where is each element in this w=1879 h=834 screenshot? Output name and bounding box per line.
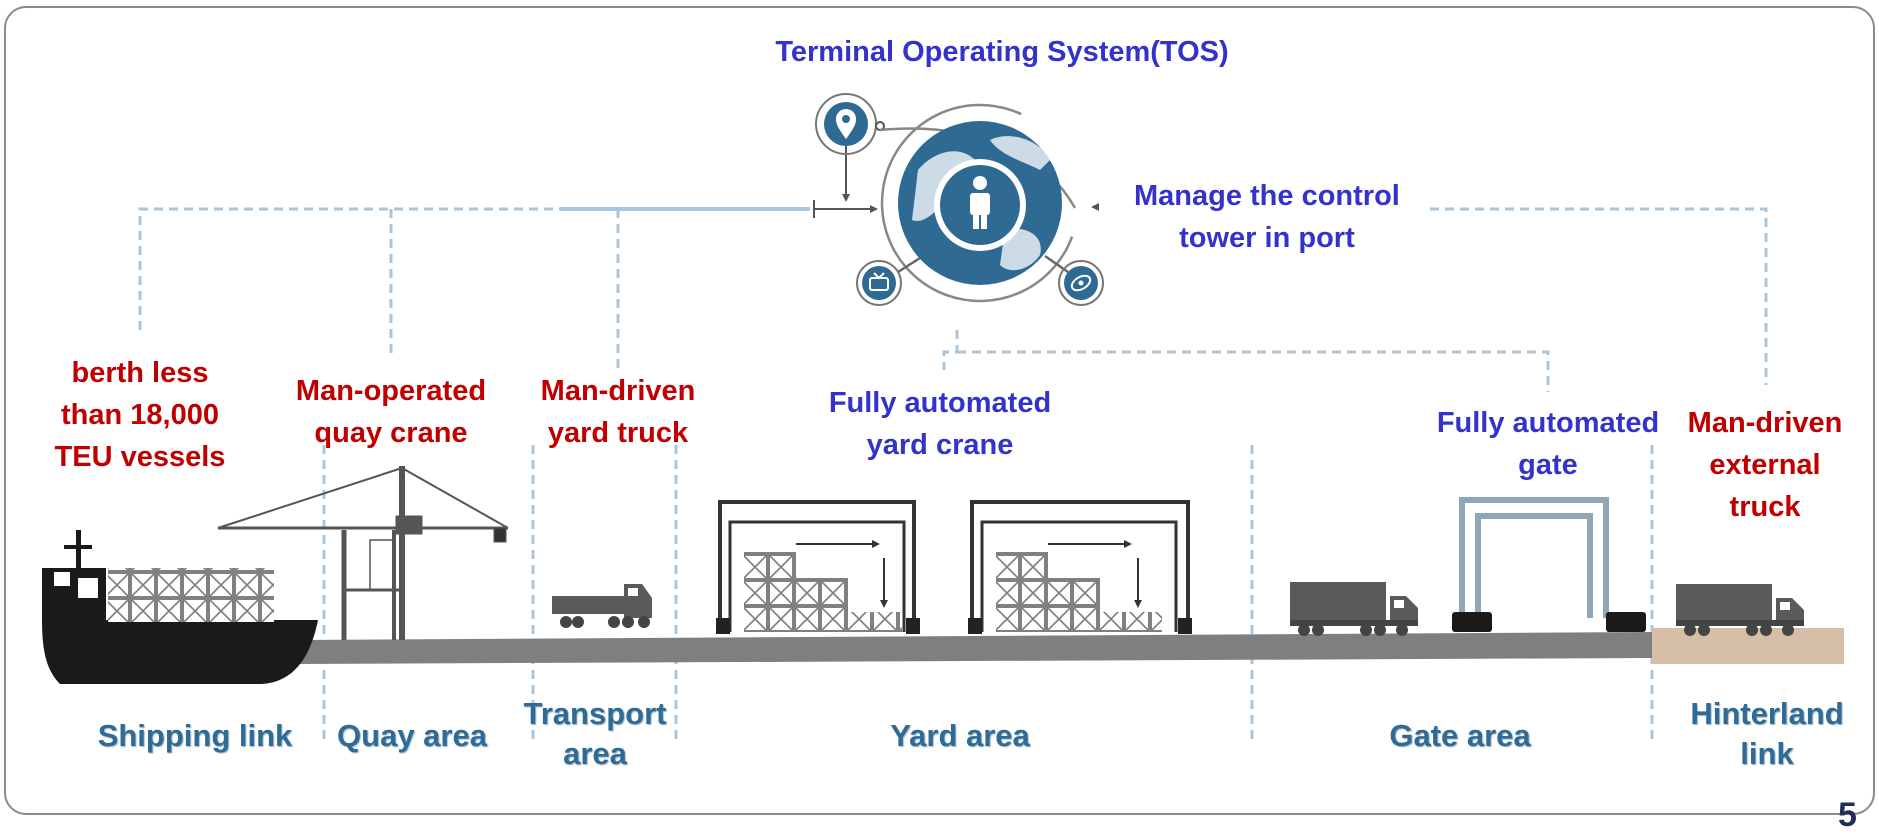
location-pin-icon — [815, 93, 885, 155]
gate-truck-icon — [1290, 582, 1418, 636]
slide-frame — [4, 6, 1875, 815]
yard-truck-label: Man-driven yard truck — [528, 370, 708, 454]
tv-icon — [856, 260, 902, 306]
vessels-label-line2: than 18,000 — [61, 399, 219, 431]
eye-icon — [1058, 260, 1104, 306]
tos-link-left — [138, 207, 810, 330]
gate-label: Fully automated gate — [1428, 402, 1668, 486]
gate-icon — [1452, 497, 1646, 632]
gate-label-line2: gate — [1518, 449, 1578, 481]
ship-icon — [42, 530, 318, 684]
yard-truck-icon — [552, 584, 652, 628]
gate-link — [957, 350, 1550, 392]
zone-gate-area: Gate area — [1389, 718, 1531, 753]
external-truck-link — [1430, 207, 1768, 385]
zone-hinterland-line2: link — [1740, 736, 1794, 771]
yard-crane-icon — [716, 500, 1192, 634]
control-tower-label-line1: Manage the control — [1134, 180, 1400, 212]
zone-yard-area: Yard area — [890, 718, 1030, 753]
zone-transport-line1: Transport — [523, 696, 667, 731]
quay-crane-icon — [217, 466, 509, 640]
external-truck-icon — [1676, 584, 1804, 636]
zone-quay-area: Quay area — [337, 718, 487, 753]
external-truck-label-line2: external — [1709, 449, 1821, 481]
tos-hub — [560, 93, 1104, 306]
external-truck-label: Man-driven external truck — [1680, 402, 1850, 528]
yard-truck-label-line1: Man-driven — [540, 375, 696, 407]
yard-crane-label-line2: yard crane — [866, 429, 1014, 461]
ground — [296, 628, 1844, 664]
zone-hinterland-line1: Hinterland — [1690, 696, 1844, 731]
vessels-label-line3: TEU vessels — [54, 441, 226, 473]
external-truck-label-line3: truck — [1729, 491, 1801, 523]
zone-transport-line2: area — [563, 736, 627, 771]
gate-label-line1: Fully automated — [1436, 407, 1660, 439]
external-truck-label-line1: Man-driven — [1687, 407, 1843, 439]
yard-crane-link — [942, 330, 959, 370]
yard-crane-label: Fully automated yard crane — [820, 382, 1060, 466]
zone-shipping-link: Shipping link — [97, 718, 293, 753]
quay-crane-label-line1: Man-operated — [295, 375, 487, 407]
zone-hinterland-link: Hinterland link — [1682, 694, 1852, 774]
control-tower-label-line2: tower in port — [1179, 222, 1355, 254]
yard-truck-label-line2: yard truck — [547, 417, 689, 449]
page-number: 5 — [1838, 796, 1857, 834]
quay-crane-label-line2: quay crane — [314, 417, 468, 449]
vessels-label-line1: berth less — [71, 357, 209, 389]
quay-crane-label: Man-operated quay crane — [286, 370, 496, 454]
zone-transport-area: Transport area — [520, 694, 670, 774]
control-tower-label: Manage the control tower in port — [1134, 175, 1400, 259]
diagram-title: Terminal Operating System(TOS) — [775, 36, 1229, 68]
vessels-label: berth less than 18,000 TEU vessels — [44, 352, 236, 478]
person-icon — [970, 176, 990, 229]
yard-crane-label-line1: Fully automated — [828, 387, 1052, 419]
